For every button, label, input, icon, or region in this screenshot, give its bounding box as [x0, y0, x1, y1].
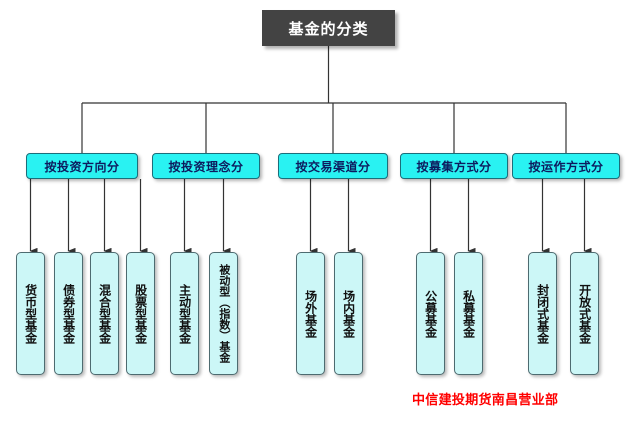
- leaf-node-4-2[interactable]: 私募基金: [454, 252, 483, 375]
- leaf-node-3-2[interactable]: 场内基金: [334, 252, 363, 375]
- category-node-3[interactable]: 按交易渠道分: [278, 153, 388, 179]
- leaf-node-label: 被动型（指数）基金: [217, 264, 230, 363]
- leaf-node-label: 主动型基金: [177, 283, 192, 344]
- leaf-node-label: 债券型基金: [61, 283, 76, 344]
- leaf-node-label: 混合型基金: [97, 283, 112, 344]
- category-node-label: 按投资理念分: [168, 159, 244, 174]
- leaf-node-1-1[interactable]: 货币型基金: [16, 252, 45, 375]
- category-node-5[interactable]: 按运作方式分: [512, 153, 620, 179]
- leaf-node-label: 开放式基金: [577, 283, 592, 344]
- leaf-node-5-1[interactable]: 封闭式基金: [528, 252, 557, 375]
- category-node-2[interactable]: 按投资理念分: [152, 153, 260, 179]
- category-node-label: 按募集方式分: [416, 159, 492, 174]
- leaf-node-2-1[interactable]: 主动型基金: [170, 252, 199, 375]
- category-node-1[interactable]: 按投资方向分: [26, 153, 138, 179]
- leaf-node-4-1[interactable]: 公募基金: [416, 252, 445, 375]
- leaf-node-label: 场外基金: [303, 289, 318, 338]
- leaf-node-label: 股票型基金: [133, 283, 148, 344]
- watermark-label: 中信建投期货南昌营业部: [412, 392, 559, 407]
- leaf-node-label: 场内基金: [341, 289, 356, 338]
- category-node-label: 按交易渠道分: [295, 159, 371, 174]
- leaf-node-label: 货币型基金: [23, 283, 38, 344]
- category-node-4[interactable]: 按募集方式分: [400, 153, 508, 179]
- root-node-label: 基金的分类: [288, 20, 369, 38]
- leaf-node-label: 封闭式基金: [535, 283, 550, 344]
- leaf-node-5-2[interactable]: 开放式基金: [570, 252, 599, 375]
- leaf-node-1-3[interactable]: 混合型基金: [90, 252, 119, 375]
- root-node[interactable]: 基金的分类: [262, 10, 395, 46]
- category-node-label: 按运作方式分: [528, 159, 604, 174]
- leaf-node-label: 公募基金: [423, 289, 438, 338]
- leaf-connectors: [29, 179, 592, 255]
- leaf-node-3-1[interactable]: 场外基金: [296, 252, 325, 375]
- leaf-node-1-4[interactable]: 股票型基金: [126, 252, 155, 375]
- leaf-node-2-2[interactable]: 被动型（指数）基金: [209, 252, 238, 375]
- leaf-node-label: 私募基金: [461, 289, 476, 338]
- trunk-connectors: [81, 46, 567, 153]
- leaf-node-1-2[interactable]: 债券型基金: [54, 252, 83, 375]
- category-node-label: 按投资方向分: [44, 159, 120, 174]
